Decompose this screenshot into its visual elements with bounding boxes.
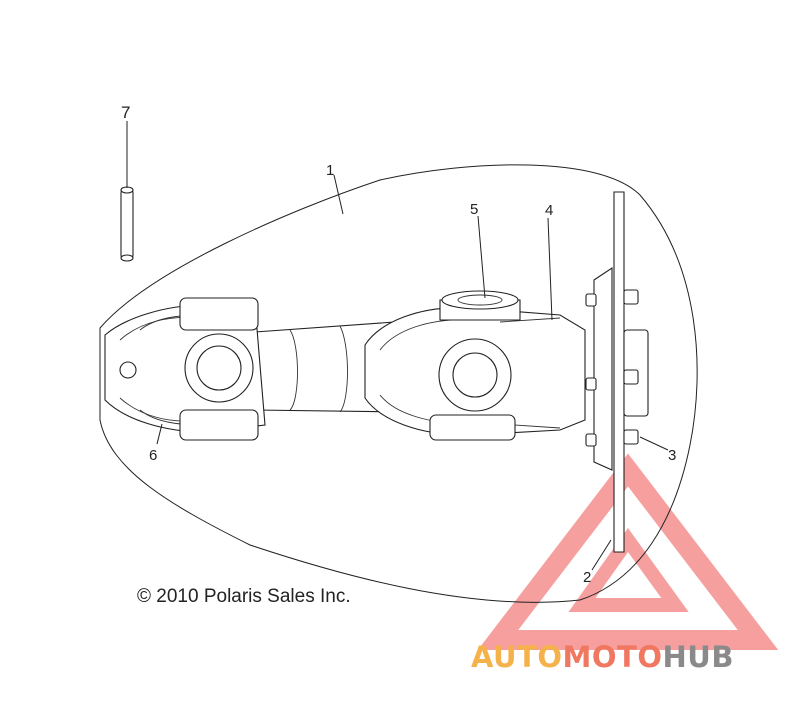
watermark-logo: AUTOMOTOHUB: [471, 640, 734, 674]
right-yoke: [364, 290, 586, 441]
callout-7: 7: [121, 103, 130, 122]
callout-4: 4: [545, 202, 553, 219]
flange-bolts: [585, 289, 639, 447]
callout-2: 2: [583, 569, 591, 586]
watermark-hub: HUB: [662, 640, 734, 674]
callout-6: 6: [149, 447, 157, 464]
watermark-auto: AUTO: [471, 640, 563, 674]
callout-3: 3: [668, 447, 676, 464]
watermark-triangle: [477, 453, 779, 650]
roll-pin: [120, 186, 134, 262]
leader-lines: [126, 121, 669, 571]
copyright-text: © 2010 Polaris Sales Inc.: [137, 586, 351, 607]
callout-1: 1: [326, 162, 334, 179]
left-yoke: [104, 297, 266, 441]
watermark-moto: MOTO: [562, 640, 663, 674]
callout-5: 5: [470, 201, 478, 218]
assembly-outline: [99, 164, 698, 603]
